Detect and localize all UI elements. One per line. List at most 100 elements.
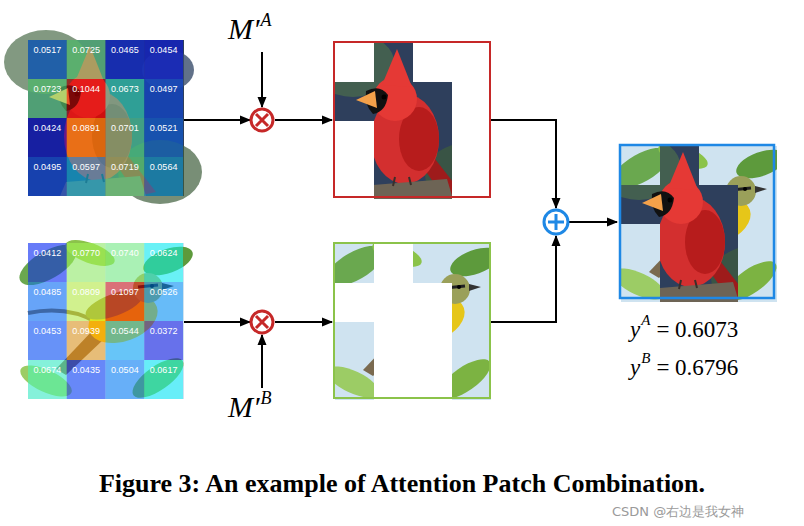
arrows: [184, 52, 617, 388]
attention-score: 0.0454: [144, 45, 183, 56]
attention-score: 0.0517: [28, 45, 67, 56]
heat-cell: [144, 157, 183, 196]
attention-score: 0.0624: [144, 248, 183, 259]
arrow: [491, 120, 556, 208]
heat-cell: [28, 321, 67, 360]
attention-score: 0.0617: [144, 365, 183, 376]
attention-score: 0.0435: [67, 365, 106, 376]
heat-cell: [144, 282, 183, 321]
attention-heatmap: 0.05170.07250.04650.04540.07230.10440.06…: [28, 40, 183, 197]
label-symbol: y: [630, 318, 640, 341]
attention-score: 0.0504: [106, 365, 145, 376]
heatmap-image: [4, 30, 202, 204]
arrow: [184, 321, 250, 323]
heatmap-image: [13, 235, 196, 405]
cardinal-photo: [4, 30, 202, 204]
mask-superscript: A: [261, 11, 272, 29]
attention-score: 0.0412: [28, 248, 67, 259]
attention-score: 0.0719: [106, 162, 145, 173]
attention-score: 0.0809: [67, 287, 106, 298]
arrow: [184, 119, 250, 121]
heat-cell: [144, 118, 183, 157]
attention-score: 0.0521: [144, 123, 183, 134]
mask-symbol: M′: [228, 392, 260, 422]
attention-score: 0.0485: [28, 287, 67, 298]
masked-frame: [334, 243, 490, 398]
multiply-operator: [251, 311, 273, 333]
heat-cell: [144, 79, 183, 118]
attention-score: 0.0497: [144, 84, 183, 95]
heat-cell: [106, 360, 145, 399]
figure-caption: Figure 3: An example of Attention Patch …: [0, 468, 804, 499]
warbler-patches: [320, 236, 503, 406]
heat-cell: [106, 321, 145, 360]
attention-score: 0.0495: [28, 162, 67, 173]
mask-symbol: M′: [228, 14, 260, 44]
attention-score: 0.0526: [144, 287, 183, 298]
combined-frame: [620, 145, 774, 298]
attention-score: 0.1044: [67, 84, 106, 95]
arrow: [261, 335, 263, 388]
heat-cell: [144, 40, 183, 79]
attention-score: 0.0939: [67, 326, 106, 337]
heat-cell: [28, 118, 67, 157]
heat-overlay: [28, 243, 183, 399]
attention-score: 0.0723: [28, 84, 67, 95]
attention-score: 0.0424: [28, 123, 67, 134]
warbler-patches: [606, 138, 789, 308]
attention-score: 0.0891: [67, 123, 106, 134]
masked-frame: [334, 42, 490, 197]
heat-cell: [28, 79, 67, 118]
label-superscript: B: [641, 351, 650, 366]
masked-image: [320, 236, 503, 406]
heat-cell: [28, 282, 67, 321]
heat-cell: [67, 157, 106, 196]
attention-score: 0.0465: [106, 45, 145, 56]
warbler-photo: [13, 235, 196, 405]
arrow: [261, 52, 263, 107]
heat-cell: [67, 321, 106, 360]
attention-score: 0.0725: [67, 45, 106, 56]
arrow: [569, 221, 617, 223]
attention-score: 0.1097: [106, 287, 145, 298]
heat-cell: [67, 243, 106, 282]
arrow: [275, 119, 332, 121]
heat-cell: [28, 157, 67, 196]
heat-cell: [67, 40, 106, 79]
heat-cell: [106, 282, 145, 321]
attention-heatmap: 0.04120.07700.07400.0624 0.04850.08090.10…: [28, 243, 183, 398]
multiply-operator: [251, 109, 273, 131]
heat-cell: [28, 243, 67, 282]
arrow: [275, 321, 332, 323]
attention-score: 0.0597: [67, 162, 106, 173]
heat-cell: [144, 360, 183, 399]
attention-score: 0.0770: [67, 248, 106, 259]
heat-cell: [67, 118, 106, 157]
attention-score: 0.0740: [106, 248, 145, 259]
heat-cell: [144, 243, 183, 282]
heat-cell: [106, 157, 145, 196]
label-superscript: A: [641, 313, 650, 328]
heat-overlay: [28, 40, 183, 196]
attention-score: 0.0701: [106, 123, 145, 134]
mask-superscript: B: [261, 389, 272, 407]
heat-cell: [106, 79, 145, 118]
combined-image: [597, 136, 795, 310]
attention-score: 0.0453: [28, 326, 67, 337]
heat-cell: [28, 40, 67, 79]
heat-cell: [106, 40, 145, 79]
masked-image: [311, 33, 509, 207]
heat-cell: [106, 243, 145, 282]
heat-cell: [106, 118, 145, 157]
attention-score: 0.0564: [144, 162, 183, 173]
watermark: CSDN @右边是我女神: [612, 505, 744, 518]
heat-cell: [67, 79, 106, 118]
heat-cell: [28, 360, 67, 399]
label-symbol: y: [630, 356, 640, 379]
cardinal-patches: [311, 33, 509, 207]
label-value: = 0.6073: [656, 318, 738, 341]
attention-score: 0.0674: [28, 365, 67, 376]
arrow: [491, 236, 556, 322]
heat-cell: [67, 360, 106, 399]
